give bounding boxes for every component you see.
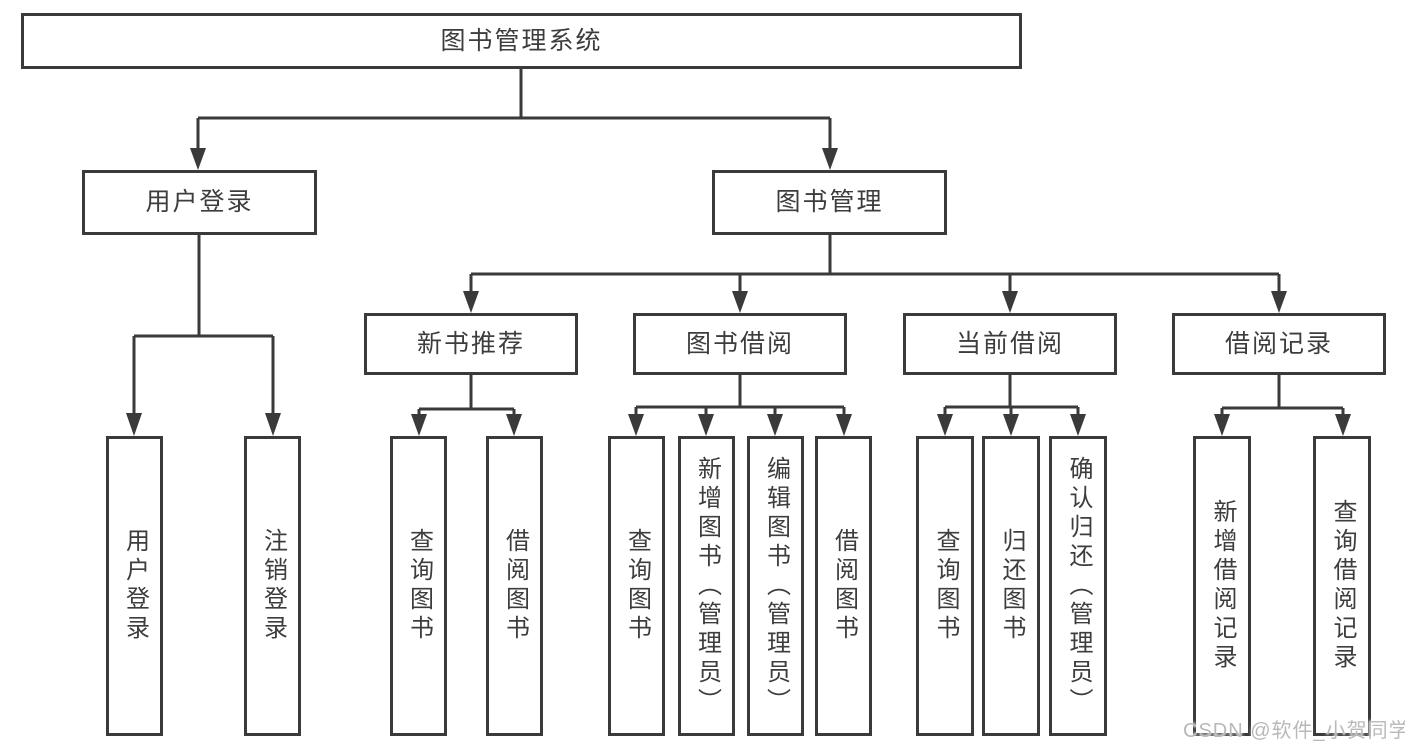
- node-leaf-add-borrow-record: 新增借阅记录: [1193, 436, 1251, 736]
- node-borrow-records: 借阅记录: [1172, 313, 1386, 375]
- leaf-label: 新增借阅记录: [1209, 499, 1236, 673]
- node-leaf-add-book-admin: 新增图书（管理员）: [678, 436, 735, 736]
- node-user-login: 用户登录: [82, 170, 317, 235]
- node-leaf-return-book: 归还图书: [982, 436, 1040, 736]
- node-new-book-recommend-label: 新书推荐: [416, 329, 525, 358]
- node-borrow-records-label: 借阅记录: [1224, 329, 1333, 358]
- node-leaf-logout: 注销登录: [244, 436, 301, 736]
- node-book-management-label: 图书管理: [775, 188, 884, 216]
- node-leaf-user-login: 用户登录: [106, 436, 163, 736]
- leaf-label: 用户登录: [121, 528, 149, 644]
- leaf-label: 查询图书: [932, 528, 959, 644]
- node-leaf-query-book-borrowing: 查询图书: [608, 436, 665, 736]
- leaf-label: 归还图书: [998, 528, 1025, 644]
- node-leaf-query-book-recommend: 查询图书: [390, 436, 447, 736]
- node-leaf-confirm-return-admin: 确认归还（管理员）: [1049, 436, 1107, 736]
- csdn-watermark: CSDN @软件_小贺同学: [1183, 720, 1405, 742]
- node-user-login-label: 用户登录: [145, 188, 254, 216]
- node-current-borrowing: 当前借阅: [903, 313, 1117, 375]
- node-book-borrowing-label: 图书借阅: [685, 329, 794, 358]
- leaf-label: 注销登录: [259, 528, 287, 644]
- leaf-label: 查询借阅记录: [1329, 499, 1356, 673]
- node-book-management: 图书管理: [712, 170, 947, 235]
- node-library-system-label: 图书管理系统: [440, 26, 603, 55]
- node-current-borrowing-label: 当前借阅: [955, 329, 1064, 358]
- leaf-label: 借阅图书: [830, 528, 858, 644]
- node-library-system: 图书管理系统: [21, 13, 1022, 69]
- node-leaf-borrow-book-recommend: 借阅图书: [486, 436, 543, 736]
- node-new-book-recommend: 新书推荐: [364, 313, 578, 375]
- node-leaf-query-borrow-record: 查询借阅记录: [1313, 436, 1371, 736]
- leaf-label: 新增图书（管理员）: [693, 455, 721, 717]
- node-leaf-edit-book-admin: 编辑图书（管理员）: [747, 436, 804, 736]
- node-leaf-borrow-book: 借阅图书: [815, 436, 872, 736]
- leaf-label: 查询图书: [405, 528, 433, 644]
- leaf-label: 确认归还（管理员）: [1065, 455, 1092, 717]
- node-leaf-query-book-current: 查询图书: [916, 436, 974, 736]
- leaf-label: 查询图书: [623, 528, 651, 644]
- leaf-label: 编辑图书（管理员）: [762, 455, 790, 717]
- leaf-label: 借阅图书: [501, 528, 529, 644]
- node-book-borrowing: 图书借阅: [633, 313, 847, 375]
